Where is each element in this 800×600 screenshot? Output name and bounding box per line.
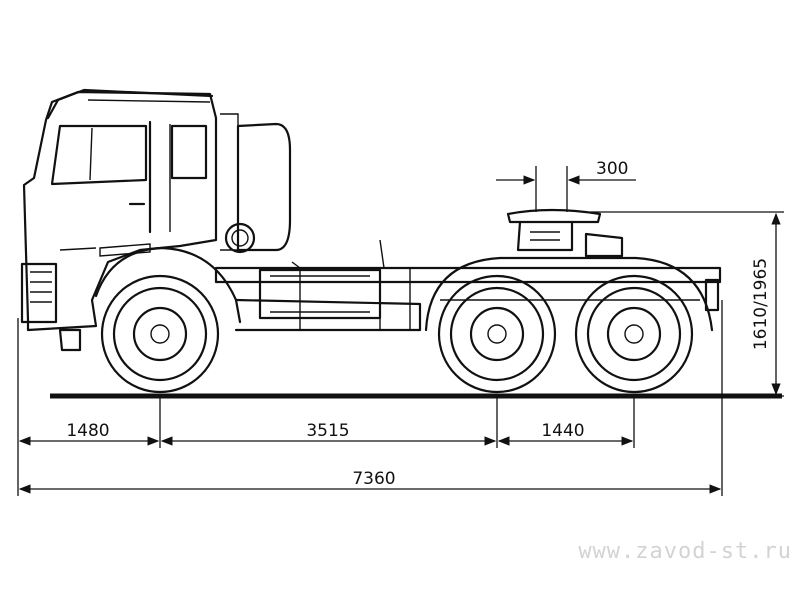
front-wheel [100, 274, 220, 394]
label-height: 1610/1965 [751, 258, 771, 350]
label-coupling-offset: 300 [596, 159, 628, 179]
rear-wheel-2 [574, 274, 694, 394]
label-wheelbase-first: 3515 [306, 421, 349, 441]
extension-lines [17, 166, 784, 496]
label-wheelbase-second: 1440 [541, 421, 584, 441]
label-front-overhang: 1480 [66, 421, 109, 441]
truck-outline [20, 88, 722, 352]
rear-wheel-1 [437, 274, 557, 394]
watermark-text: www.zavod-st.ru [578, 539, 792, 564]
label-overall-length: 7360 [352, 469, 395, 489]
